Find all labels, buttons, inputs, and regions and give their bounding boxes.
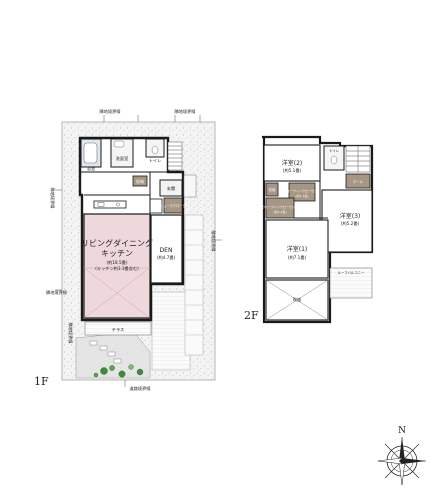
void-label: 吹抜 [293,296,302,303]
ldk-area: (約18.5畳) [107,259,128,266]
stepping-stones [89,340,122,364]
bedroom-3-label: 洋室(3) [340,212,361,220]
den-label: DEN [160,247,173,254]
entry-steps [183,174,197,198]
bedroom-2-area: (約5.1畳) [283,167,302,174]
bedroom-1-area: (約7.1畳) [288,254,307,261]
bedroom-3 [321,189,373,253]
boundary-west-low: 隣地境界線 [67,323,74,345]
stairs-1f [167,141,183,171]
walk-in-closet-2 [265,197,295,219]
bedroom-3-area: (約5.2畳) [341,220,360,227]
walk-in-closet-1-area: (約1.1畳) [295,193,308,198]
kitchen-counter [93,200,127,209]
hall-storage [132,175,148,187]
garden-shrubs [93,364,144,378]
boundary-north: 隣地境界線 [100,108,122,115]
stairs-2f [345,145,371,173]
compass-north-label: N [398,426,406,436]
floor-2-plan: 洋室(2) (約5.1畳) 洋室(3) (約5.2畳) 洋室(1) (約7.1畳… [244,135,374,324]
walk-in-closet-1-label: ウォークインクローゼット [284,188,320,193]
bedroom-2-label: 洋室(2) [282,159,303,167]
compass-rose [377,437,426,486]
balcony-label: ルーフバルコニー [338,270,365,275]
terrace [84,321,152,336]
toilet-2f-label: トイレ [329,149,340,153]
ldk-room [83,213,151,319]
storage-2f [265,182,279,197]
ldk-label-line1: リビングダイニング [81,238,153,248]
boundary-south: 道路境界線 [130,385,152,392]
den-room [150,214,183,284]
boundary-west-top: 隣地境界線 [49,188,56,210]
bedroom-2 [263,144,321,182]
hall-storage-label: 収納 [136,178,144,185]
floor-2-label: 2F [244,309,259,322]
bath-label: 浴室 [87,165,95,172]
walk-in-closet-2-label: ウォークインクローゼット [262,204,298,209]
roof-balcony [329,267,373,299]
hall-closet-2f [345,173,371,189]
terrace-label: テラス [112,327,124,333]
floor-1-label: 1F [34,375,49,388]
ldk-void-marks [83,267,151,319]
floor-1-plan: リビングダイニング キッチン (約18.5畳) (キッチン約3.3畳含む) DE… [34,108,222,392]
shoe-closet-label: シューズクローク [160,203,185,208]
entrance-label: 玄関 [167,185,175,192]
wash-label: 洗面室 [116,155,129,162]
bedroom-1 [265,219,329,279]
walk-in-closet-2-area: (約1.4畳) [273,209,286,214]
storage-2f-label: 収納 [269,187,276,192]
boundary-north-right: 隣地境界線 [175,108,197,115]
boundary-west-mid: 隣地境界線 [46,289,68,296]
shoe-closet [163,197,183,214]
den-area: (約4.7畳) [157,254,176,261]
driveway [151,291,191,371]
side-walk [184,214,204,356]
walk-in-closet-1 [288,182,316,202]
toilet-1f-label: トイレ [149,158,162,163]
ldk-label-line2: キッチン [101,249,133,258]
entrance [159,179,183,197]
hall-label: ホール [353,179,364,184]
ldk-kitchen-note: (キッチン約3.3畳含む) [95,265,139,272]
boundary-east: 隣地境界線 [210,231,217,253]
bedroom-1-label: 洋室(1) [287,245,308,253]
